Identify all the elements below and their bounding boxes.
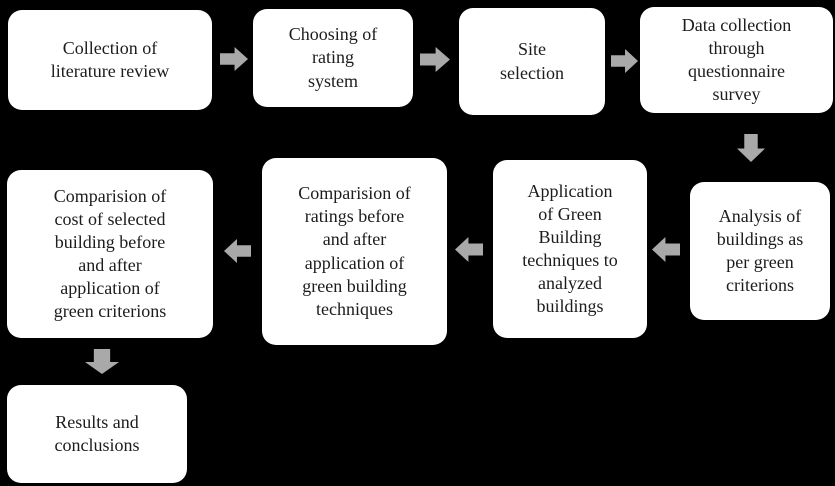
left-arrow-icon [455, 237, 483, 262]
right-arrow-icon [611, 49, 638, 73]
flow-step-comparison-cost: Comparision of cost of selected building… [7, 170, 213, 338]
right-arrow-icon [420, 47, 450, 72]
flow-step-analysis-buildings: Analysis of buildings as per green crite… [690, 182, 830, 320]
flow-step-data-collection: Data collection through questionnaire su… [640, 7, 833, 113]
flow-step-application-green: Application of Green Building techniques… [493, 160, 647, 338]
flow-step-choosing-rating: Choosing of rating system [253, 9, 413, 107]
flow-step-comparison-ratings: Comparision of ratings before and after … [262, 158, 447, 345]
right-arrow-icon [220, 47, 248, 71]
flow-step-results-conclusions: Results and conclusions [7, 385, 187, 483]
left-arrow-icon [224, 239, 251, 263]
down-arrow-icon [737, 134, 765, 162]
flow-step-site-selection: Site selection [459, 8, 605, 115]
down-arrow-icon [85, 349, 119, 374]
left-arrow-icon [652, 237, 680, 262]
flow-step-collection-literature: Collection of literature review [8, 10, 212, 110]
